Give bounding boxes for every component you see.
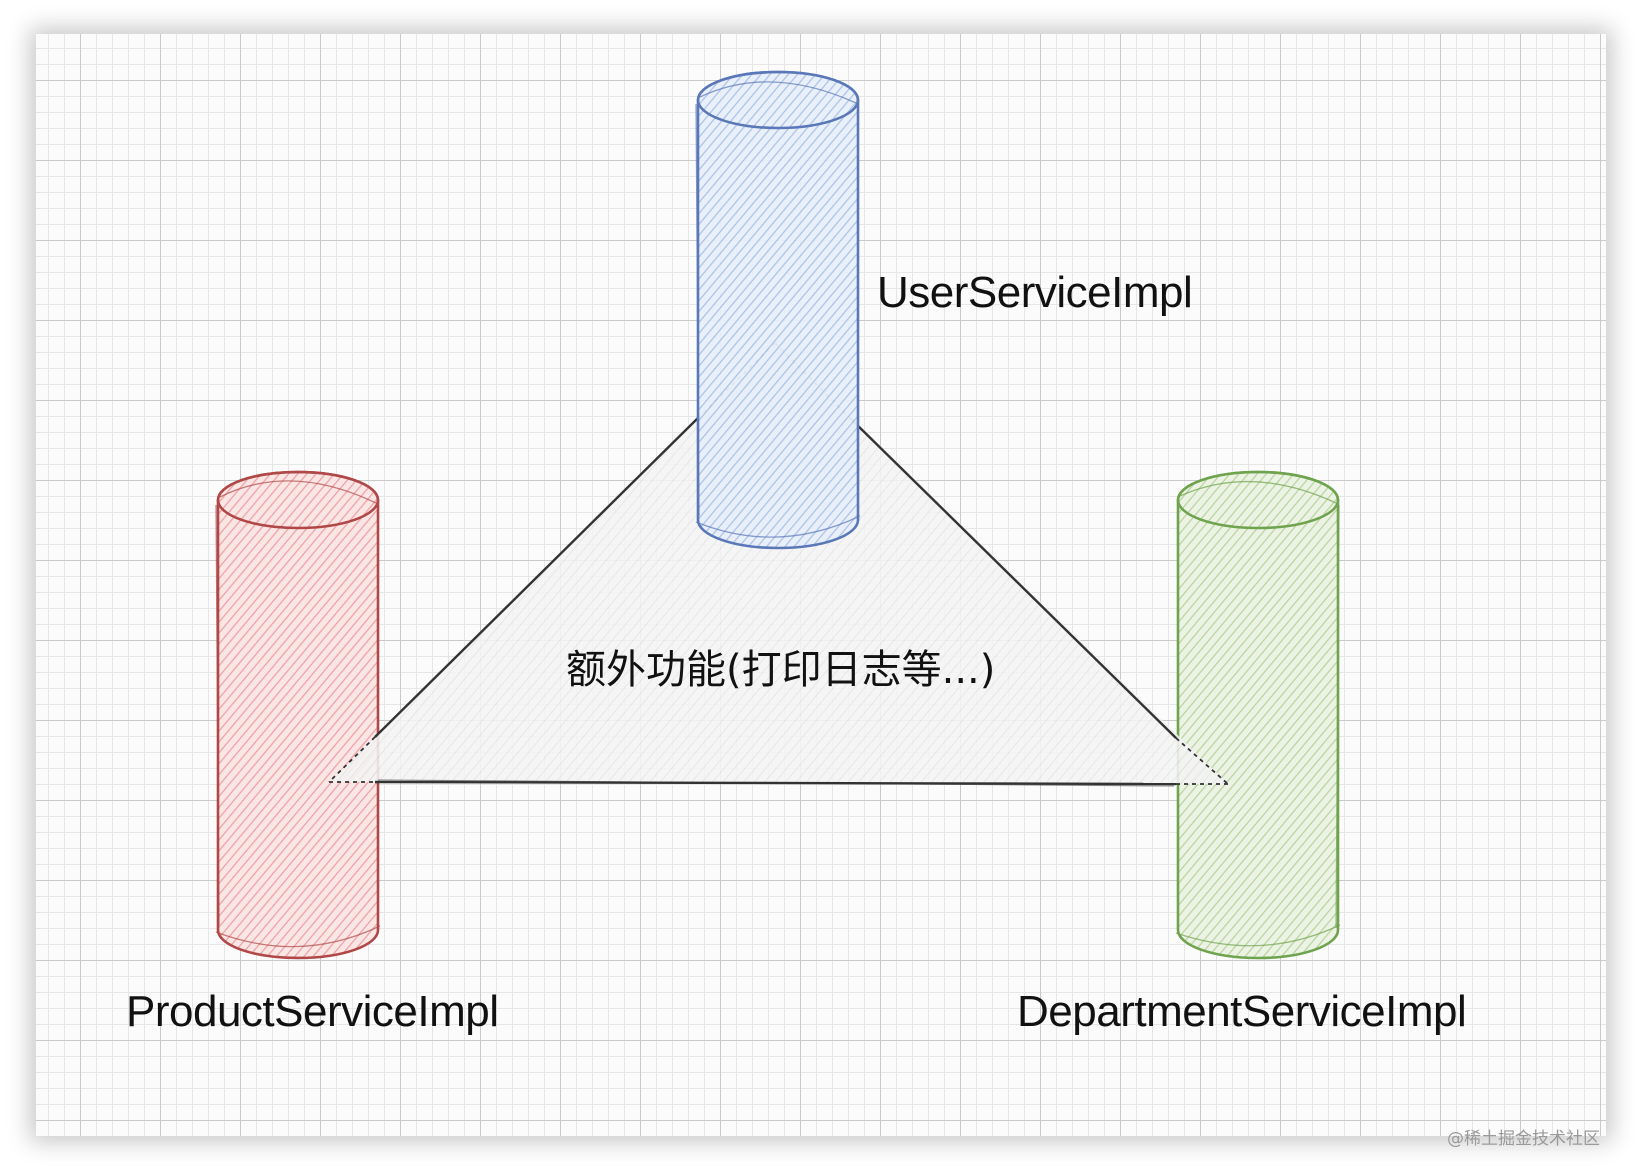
user-service-cylinder	[695, 70, 861, 550]
product-service-label: ProductServiceImpl	[126, 987, 499, 1036]
department-service-label: DepartmentServiceImpl	[1017, 987, 1467, 1036]
department-service-cylinder	[1175, 470, 1341, 960]
extra-function-triangle	[328, 342, 1229, 787]
watermark: @稀土掘金技术社区	[1447, 1129, 1600, 1149]
user-service-label: UserServiceImpl	[877, 268, 1193, 317]
extra-function-label: 额外功能(打印日志等...)	[566, 647, 996, 693]
product-service-cylinder	[215, 470, 381, 960]
